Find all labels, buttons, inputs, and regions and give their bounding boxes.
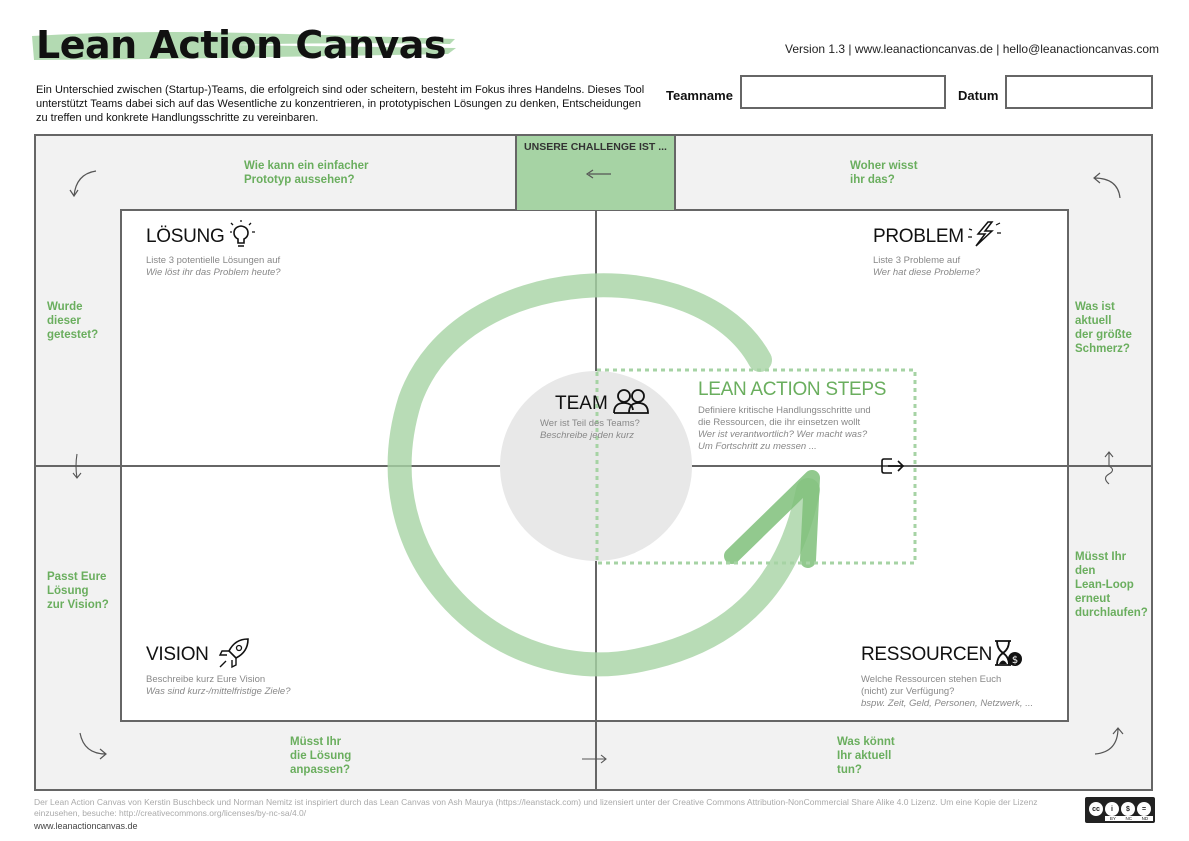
- cc-icon: cc: [1089, 802, 1103, 816]
- section-title-lean-action-steps: LEAN ACTION STEPS: [698, 379, 887, 400]
- las-desc: Definiere kritische Handlungsschritte un…: [698, 405, 871, 416]
- curved-arrow-icon: [79, 732, 107, 760]
- section-title-ressourcen: RESSOURCEN: [861, 644, 993, 665]
- challenge-label: UNSERE CHALLENGE IST ...: [524, 141, 667, 153]
- question-getestet: Wurde dieser getestet?: [47, 301, 99, 341]
- curved-arrow-icon: [1093, 172, 1121, 199]
- export-icon: [881, 458, 905, 474]
- question-anpassen: Müsst Ihr die Lösung anpassen?: [290, 736, 352, 776]
- teamname-input[interactable]: [742, 77, 944, 107]
- problem-desc: Liste 3 Probleme auf: [873, 255, 961, 266]
- footer-url[interactable]: www.leanactioncanvas.de: [34, 821, 138, 831]
- hourglass-money-icon: $: [995, 640, 1022, 666]
- license-text: Der Lean Action Canvas von Kerstin Busch…: [34, 797, 1038, 818]
- problem-hint: Wer hat diese Probleme?: [873, 267, 981, 278]
- intro-text: Ein Unterschied zwischen (Startup-)Teams…: [36, 84, 645, 124]
- rocket-icon: [218, 638, 249, 669]
- team-hint: Beschreibe jeden kurz: [540, 430, 634, 441]
- teamname-label: Teamname: [666, 88, 733, 103]
- curved-arrow-icon: [1094, 727, 1124, 755]
- question-loop: Müsst Ihr den Lean-Loop erneut durchlauf…: [1075, 551, 1148, 619]
- svg-text:$: $: [1012, 655, 1018, 666]
- arrow-right-icon: [582, 754, 607, 764]
- section-title-vision: VISION: [146, 644, 209, 665]
- loesung-hint: Wie löst ihr das Problem heute?: [146, 267, 281, 278]
- page-title: Lean Action Canvas: [36, 23, 447, 67]
- ressourcen-desc: Welche Ressourcen stehen Euch: [861, 674, 1002, 685]
- curved-arrow-icon: [69, 170, 97, 198]
- las-hint-2: Um Fortschritt zu messen ...: [698, 441, 817, 452]
- question-vision: Passt Eure Lösung zur Vision?: [47, 571, 109, 611]
- team-desc: Wer ist Teil des Teams?: [540, 418, 640, 429]
- people-icon: [613, 389, 649, 414]
- loesung-desc: Liste 3 potentielle Lösungen auf: [146, 255, 281, 266]
- vision-hint: Was sind kurz-/mittelfristige Ziele?: [146, 686, 291, 697]
- arrow-down-icon: [72, 453, 82, 479]
- datum-input[interactable]: [1007, 77, 1151, 107]
- teamname-field[interactable]: [740, 75, 946, 109]
- cc-by-icon: i: [1105, 802, 1119, 816]
- arrow-up-icon: [1104, 451, 1114, 485]
- las-hint: Wer ist verantwortlich? Wer macht was?: [698, 429, 868, 440]
- cc-nd-icon: =: [1137, 802, 1151, 816]
- question-tun: Was könnt Ihr aktuell tun?: [837, 736, 895, 776]
- lightning-icon: [968, 221, 1001, 247]
- ressourcen-desc-2: (nicht) zur Verfügung?: [861, 686, 955, 697]
- question-schmerz: Was ist aktuell der größte Schmerz?: [1075, 301, 1132, 355]
- version-meta: Version 1.3 | www.leanactioncanvas.de | …: [785, 42, 1159, 56]
- section-title-problem: PROBLEM: [873, 226, 964, 247]
- question-prototyp: Wie kann ein einfacher Prototyp aussehen…: [244, 160, 369, 186]
- datum-label: Datum: [958, 88, 999, 103]
- arrow-left-icon: [585, 169, 611, 179]
- las-desc-2: die Ressourcen, die ihr einsetzen wollt: [698, 417, 861, 428]
- lightbulb-icon: [230, 220, 255, 247]
- ressourcen-hint: bspw. Zeit, Geld, Personen, Netzwerk, ..…: [861, 698, 1034, 709]
- title-brush-stroke: [32, 32, 456, 60]
- team-circle: [500, 371, 692, 561]
- challenge-box[interactable]: UNSERE CHALLENGE IST ...: [515, 136, 676, 210]
- cc-nc-icon: $: [1121, 802, 1135, 816]
- datum-field[interactable]: [1005, 75, 1153, 109]
- question-woher: Woher wisst ihr das?: [850, 160, 918, 186]
- vision-desc: Beschreibe kurz Eure Vision: [146, 674, 266, 685]
- section-title-team: TEAM: [555, 393, 608, 414]
- section-title-loesung: LÖSUNG: [146, 226, 225, 247]
